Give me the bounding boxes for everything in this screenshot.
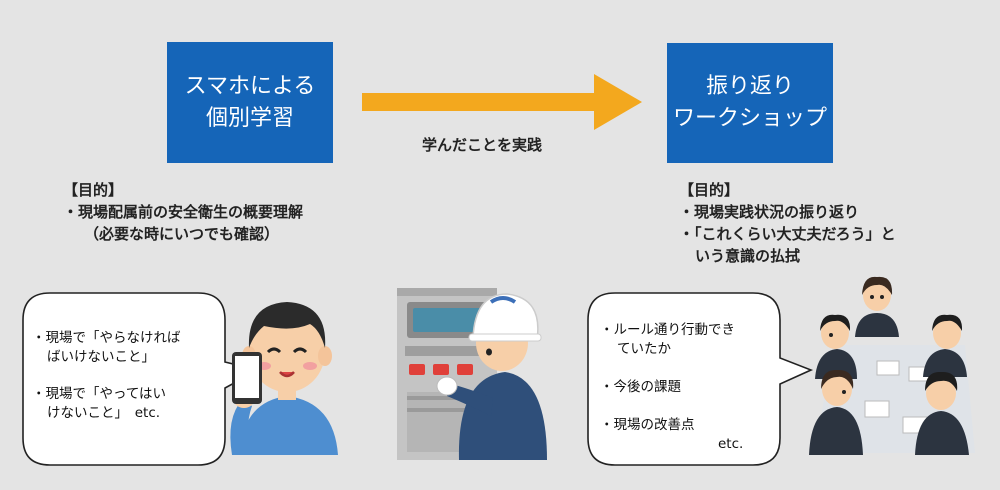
smartphone-learning-line2: 個別学習 <box>205 105 294 131</box>
right-bubble-item1-line2: ていたか <box>617 341 671 357</box>
left-bubble-item1-line1: ・現場で「やらなければ <box>32 330 181 346</box>
left-bubble-item2-line2: けないこと」 etc. <box>47 405 161 421</box>
workshop-meeting-illustration <box>809 276 975 455</box>
right-purpose: 【目的】 ・現場実践状況の振り返り ・「これくらい大丈夫だろう」と いう意識の払… <box>679 179 896 267</box>
reflection-workshop-line1: 振り返り <box>705 74 794 100</box>
left-purpose: 【目的】 ・現場配属前の安全衛生の概要理解 （必要な時にいつでも確認） <box>63 179 303 245</box>
right-bubble-item1-line1: ・ルール通り行動でき <box>600 322 735 338</box>
person-with-smartphone-illustration <box>230 302 338 455</box>
reflection-workshop-box: 振り返り ワークショップ <box>667 43 833 163</box>
right-purpose-line3: いう意識の払拭 <box>695 247 801 265</box>
smartphone-learning-line1: スマホによる <box>184 73 316 99</box>
right-purpose-line1: ・現場実践状況の振り返り <box>679 203 860 221</box>
right-bubble-etc: etc. <box>718 436 744 452</box>
right-bubble-text: ・ルール通り行動でき ていたか ・今後の課題 ・現場の改善点 etc. <box>600 321 743 454</box>
left-purpose-line2: （必要な時にいつでも確認） <box>84 225 280 243</box>
right-purpose-line2: ・「これくらい大丈夫だろう」と <box>679 225 896 243</box>
worker-operating-machine-illustration <box>397 288 547 460</box>
right-speech-bubble <box>587 292 814 466</box>
left-bubble-item2-line1: ・現場で「やってはい <box>32 386 167 402</box>
right-bubble-item2: ・今後の課題 <box>600 379 681 395</box>
smartphone-learning-box: スマホによる 個別学習 <box>167 42 333 163</box>
arrow-label: 学んだことを実践 <box>422 136 543 154</box>
flow-arrow <box>362 74 642 130</box>
reflection-workshop-line2: ワークショップ <box>672 106 827 131</box>
left-bubble-text: ・現場で「やらなければ ばいけないこと」 ・現場で「やってはい けないこと」 e… <box>32 329 181 423</box>
right-purpose-heading: 【目的】 <box>679 181 740 199</box>
left-purpose-line1: ・現場配属前の安全衛生の概要理解 <box>63 203 304 221</box>
left-bubble-item1-line2: ばいけないこと」 <box>47 349 155 365</box>
right-bubble-item3: ・現場の改善点 <box>600 417 695 433</box>
left-speech-bubble <box>22 292 261 466</box>
left-purpose-heading: 【目的】 <box>63 181 124 199</box>
